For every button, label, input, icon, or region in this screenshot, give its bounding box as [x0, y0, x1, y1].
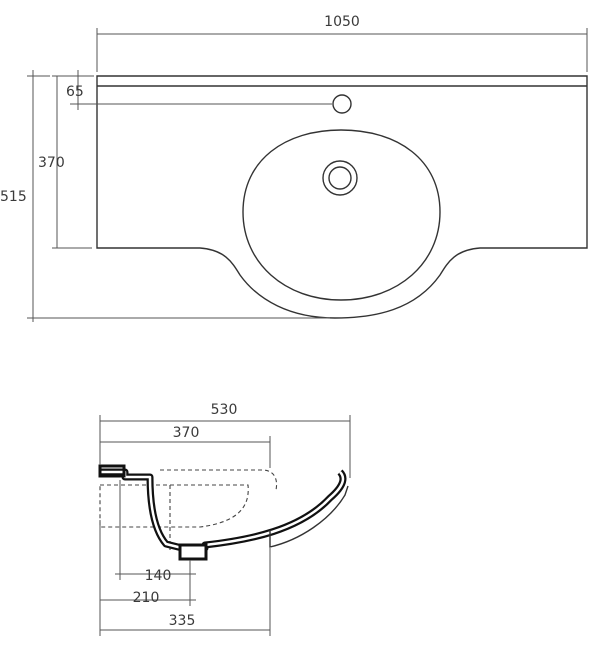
drain-inner: [328, 166, 352, 190]
dim-label-1050: 1050: [324, 14, 360, 30]
dim-label-515: 515: [0, 189, 27, 205]
wall-edge: [269, 485, 349, 548]
front-lip: [98, 464, 126, 478]
dim-label-335: 335: [169, 613, 196, 629]
dim-label-370-top: 370: [38, 155, 65, 171]
dim-label-140: 140: [145, 568, 172, 584]
dim-label-530: 530: [211, 402, 238, 418]
basin-section-profile: [101, 468, 347, 552]
bowl-oval: [242, 129, 441, 301]
drain-outer: [322, 160, 358, 196]
waste-outlet: [178, 543, 208, 561]
basin-outline: [96, 75, 588, 319]
dim-label-370-section: 370: [173, 425, 200, 441]
tap-hole: [332, 94, 352, 114]
section-view: 530 370 140 210 335: [98, 402, 351, 636]
basin-section-inner: [101, 470, 345, 550]
dim-label-65: 65: [66, 84, 84, 100]
hidden-bowl-line: [99, 484, 249, 528]
hidden-rim-line: [160, 469, 278, 491]
top-view: 1050 65 370 515: [0, 14, 588, 322]
dim-label-210: 210: [133, 590, 160, 606]
